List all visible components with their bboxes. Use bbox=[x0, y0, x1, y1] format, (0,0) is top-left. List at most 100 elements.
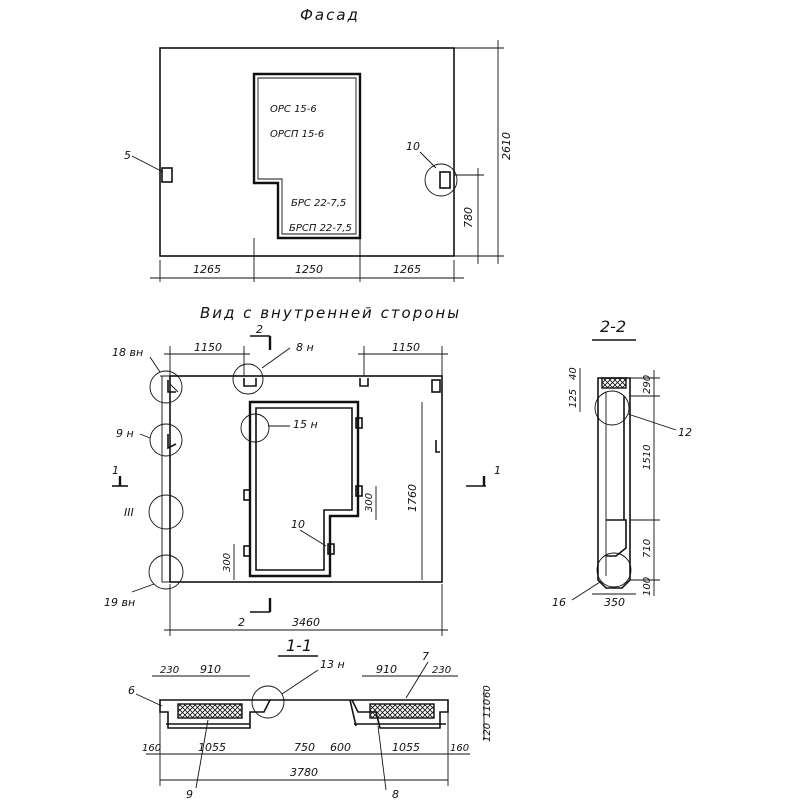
sec22-leader-16 bbox=[571, 581, 601, 601]
sec22-dim-top-thin: 40 bbox=[568, 367, 579, 380]
inner-top-embed-2 bbox=[243, 378, 257, 387]
sec11-dim-b-r: 1055 bbox=[392, 741, 420, 754]
inner-view: Вид с внутренней стороны 2 18 вн bbox=[104, 304, 501, 636]
sec11-insulation-left bbox=[177, 703, 243, 719]
facade-dim-height: 2610 bbox=[500, 132, 513, 160]
iv-dim-width: 3460 bbox=[292, 616, 320, 629]
sec11-insulation-right bbox=[369, 703, 435, 719]
facade-view: Фасад ОРС 15-6 ОРСП 15-6 БРС 22-7,5 БРСП… bbox=[124, 6, 513, 282]
sec11-dim-b-m: 750 bbox=[294, 741, 315, 754]
sec11-dim-top-r-edge: 230 bbox=[432, 665, 451, 676]
facade-dim-middle: 1250 bbox=[295, 263, 323, 276]
inner-embed-1 bbox=[355, 417, 363, 429]
facade-dim-sill: 780 bbox=[462, 207, 475, 228]
section-1-1-title: 1-1 bbox=[286, 636, 312, 655]
sec11-mark-8: 8 bbox=[392, 788, 399, 800]
facade-title: Фасад bbox=[300, 6, 360, 24]
sec22-mark-12: 12 bbox=[678, 426, 692, 439]
sec11-mark-6: 6 bbox=[128, 684, 135, 697]
inner-top-right-embed bbox=[431, 379, 441, 393]
sec1-mark-left: 1 bbox=[112, 464, 119, 477]
sec22-dim-middle: 1510 bbox=[642, 445, 653, 470]
facade-label-2: ОРСП 15-6 bbox=[270, 129, 324, 140]
leader-8n bbox=[261, 347, 291, 369]
detail-circle-15n bbox=[240, 413, 270, 443]
inner-panel-edge bbox=[161, 375, 171, 583]
sec11-dim-total: 3780 bbox=[290, 766, 318, 779]
facade-anchor-left bbox=[161, 167, 173, 183]
section-1-1: 1-1 13 н 7 6 9 8 230 910 910 230 60 110 … bbox=[128, 636, 493, 800]
mark-18vn: 18 вн bbox=[112, 346, 143, 359]
sec11-dim-b-l-edge: 160 bbox=[142, 743, 161, 754]
sec1-mark-right: 1 bbox=[494, 464, 501, 477]
leader-9n bbox=[139, 433, 151, 439]
inner-embed-diag bbox=[169, 383, 179, 393]
facade-dim-right: 1265 bbox=[393, 263, 421, 276]
mark-8n: 8 н bbox=[296, 341, 314, 354]
facade-opening bbox=[252, 72, 362, 240]
inner-embed-5 bbox=[327, 543, 335, 555]
iv-dim-height: 1760 bbox=[406, 484, 419, 512]
sec22-dim-lower: 710 bbox=[642, 539, 653, 558]
sec11-mark-9: 9 bbox=[186, 788, 193, 800]
leader-19vn bbox=[131, 583, 155, 593]
facade-leader-10 bbox=[419, 151, 437, 169]
sec11-outline bbox=[159, 699, 449, 729]
detail-circle-III bbox=[148, 494, 184, 530]
facade-dim-left: 1265 bbox=[193, 263, 221, 276]
sec11-dim-h3: 120 bbox=[482, 723, 493, 742]
iv-dim-step: 300 bbox=[364, 493, 375, 512]
sec11-dim-top-l-edge: 230 bbox=[160, 665, 179, 676]
sec11-leader-6 bbox=[135, 693, 163, 707]
sec22-insulation bbox=[601, 377, 627, 389]
sec11-dim-h2: 110 bbox=[482, 699, 493, 718]
iv-dim-top-left: 1150 bbox=[194, 341, 222, 354]
mark-9n: 9 н bbox=[116, 427, 134, 440]
facade-anchor-right bbox=[439, 171, 451, 189]
detail-circle-9n bbox=[149, 423, 183, 457]
sec11-leader-13n bbox=[281, 669, 319, 695]
facade-leader-5 bbox=[131, 155, 164, 173]
sec22-sill bbox=[606, 519, 627, 557]
sec22-mark-16: 16 bbox=[552, 596, 566, 609]
detail-circle-18vn bbox=[149, 370, 183, 404]
inner-embed-2 bbox=[355, 485, 363, 497]
facade-label-1: ОРС 15-6 bbox=[270, 104, 317, 115]
facade-mark-10: 10 bbox=[406, 140, 420, 153]
facade-label-4: БРСП 22-7,5 bbox=[289, 223, 352, 234]
mark-III: III bbox=[124, 506, 134, 519]
section-2-2: 2-2 12 16 40 125 290 1510 710 100 350 bbox=[552, 317, 692, 609]
sec11-dim-top-l: 910 bbox=[200, 663, 221, 676]
inner-top-embed-1 bbox=[359, 378, 369, 387]
inner-embed-4 bbox=[243, 545, 251, 557]
inner-opening-inner bbox=[255, 407, 353, 571]
mark-19vn: 19 вн bbox=[104, 596, 135, 609]
iv-dim-left-step: 300 bbox=[222, 553, 233, 572]
mark-10-inner: 10 bbox=[291, 518, 305, 531]
inner-view-title: Вид с внутренней стороны bbox=[200, 304, 461, 322]
inner-panel-outline bbox=[169, 375, 443, 583]
detail-circle-8n bbox=[232, 363, 264, 395]
sec11-dim-h1: 60 bbox=[482, 685, 493, 698]
inner-opening bbox=[248, 400, 360, 578]
inner-embed-3 bbox=[243, 489, 251, 501]
leader-10-inner bbox=[299, 529, 327, 547]
sec11-joint bbox=[349, 699, 357, 727]
embed-9n bbox=[167, 434, 177, 450]
sec11-dim-top-r: 910 bbox=[376, 663, 397, 676]
detail-circle-19vn bbox=[148, 554, 184, 590]
sec22-dim-top-right: 290 bbox=[642, 375, 653, 394]
sec2-mark-top: 2 bbox=[256, 323, 263, 336]
sec22-detail-circle-bottom bbox=[596, 552, 632, 588]
facade-detail-circle-10 bbox=[424, 163, 458, 197]
sec11-dim-b-r-edge: 160 bbox=[450, 743, 469, 754]
facade-label-3: БРС 22-7,5 bbox=[291, 198, 346, 209]
sec11-mark-13n: 13 н bbox=[320, 658, 345, 671]
sec2-mark-bottom: 2 bbox=[238, 616, 245, 629]
embed-18vn bbox=[167, 380, 176, 393]
facade-mark-5: 5 bbox=[124, 149, 131, 162]
sec11-detail-circle bbox=[251, 685, 285, 719]
sec11-leader-7 bbox=[405, 661, 429, 699]
leader-18vn bbox=[149, 356, 161, 373]
inner-right-embed bbox=[435, 440, 440, 453]
